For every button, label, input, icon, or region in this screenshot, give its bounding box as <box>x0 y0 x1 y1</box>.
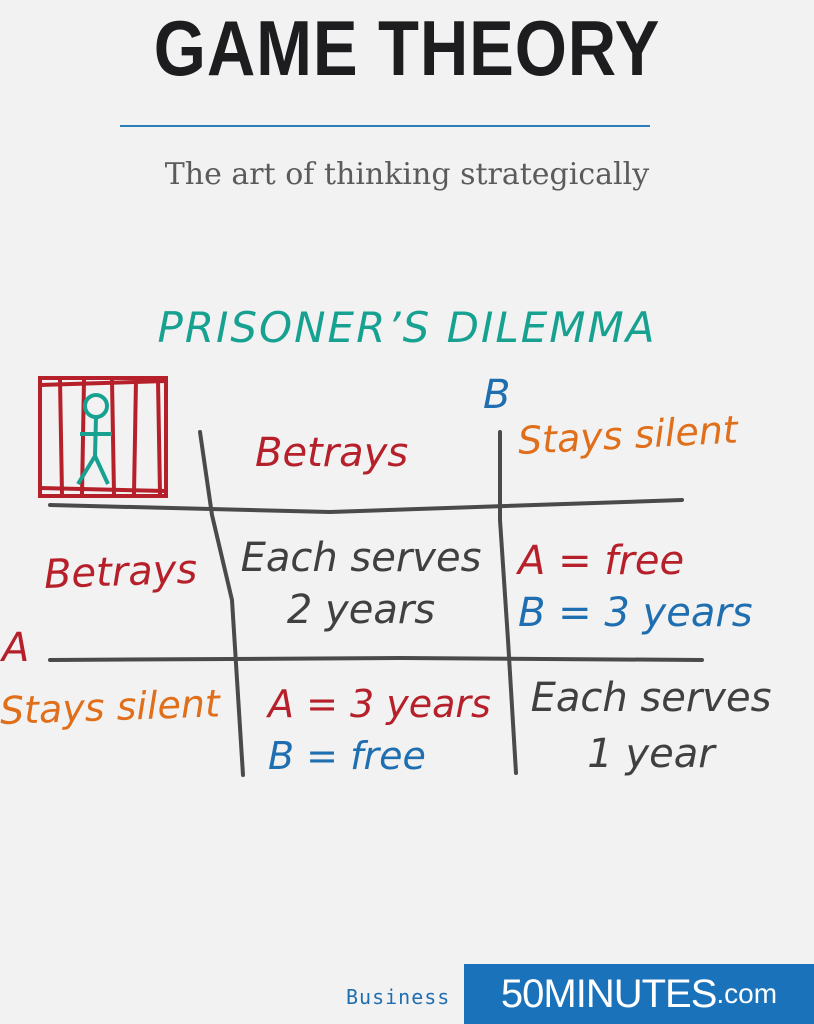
cell-line: 2 years <box>286 587 436 633</box>
left-column-line <box>198 430 245 777</box>
cell-silent-silent: Each serves 1 year <box>520 670 782 782</box>
header-row-line <box>48 498 684 515</box>
cell-line: B = 3 years <box>518 590 753 636</box>
right-column-line <box>498 430 518 775</box>
middle-row-line <box>48 655 704 662</box>
prisoner-in-jail-icon <box>38 376 168 498</box>
cell-line: B = free <box>268 734 426 778</box>
cell-line: 1 year <box>587 731 715 777</box>
cell-line: Each serves <box>530 675 772 721</box>
player-a-label: A <box>2 625 30 671</box>
book-title: GAME THEORY <box>153 4 661 92</box>
publisher-name: 50MINUTES <box>500 971 717 1016</box>
publisher-domain: .com <box>716 978 778 1009</box>
publisher-logo: 50MINUTES.com <box>464 964 814 1024</box>
row-header-stays-silent: Stays silent <box>0 681 221 733</box>
cell-betray-silent: A = free B = 3 years <box>518 535 753 639</box>
diagram-heading: PRISONER’S DILEMMA <box>157 303 657 352</box>
cell-silent-betray: A = 3 years B = free <box>268 678 491 782</box>
player-b-label: B <box>483 372 511 418</box>
column-header-betrays: Betrays <box>255 430 409 476</box>
category-label: Business <box>346 985 451 1009</box>
book-subtitle: The art of thinking strategically <box>164 157 650 192</box>
row-header-betrays: Betrays <box>43 546 198 598</box>
cell-line: A = free <box>518 538 685 584</box>
title-divider <box>120 125 650 127</box>
cell-line: A = 3 years <box>268 682 491 726</box>
cell-betray-betray: Each serves 2 years <box>226 532 496 636</box>
cell-line: Each serves <box>240 535 482 581</box>
